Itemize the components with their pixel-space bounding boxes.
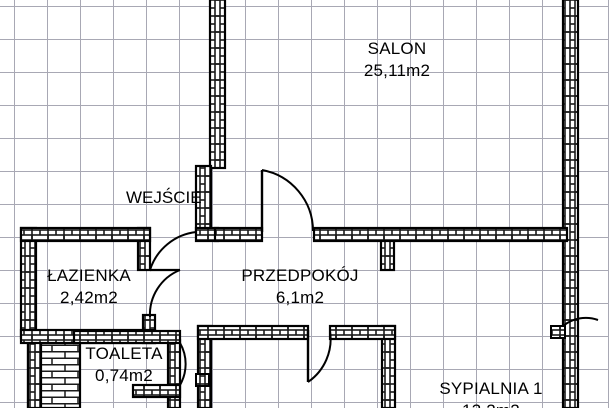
room-area-przedpokoj: 6,1m2 xyxy=(275,288,325,307)
walls-group xyxy=(19,0,599,408)
wall-hall-bottom-left xyxy=(196,324,310,341)
room-label-toaleta: TOALETA 0,74m2 xyxy=(85,343,162,387)
room-label-lazienka: ŁAZIENKA 2,42m2 xyxy=(47,265,131,309)
wall-hall-top-left xyxy=(213,226,264,243)
door-toilet xyxy=(179,342,187,386)
wall-jamb-right-junction xyxy=(550,325,566,339)
wall-bedroom1-top xyxy=(328,324,397,341)
room-area-sypialnia1: 13,2m2 xyxy=(439,400,542,408)
room-label-salon: SALON 25,11m2 xyxy=(364,38,430,82)
door-entry-hall xyxy=(149,231,197,271)
door-bedroom1 xyxy=(306,330,332,383)
door-bathroom xyxy=(148,268,181,318)
room-area-salon: 25,11m2 xyxy=(363,61,431,80)
wall-toilet-top xyxy=(72,329,182,345)
door-right-corner xyxy=(562,316,599,327)
room-name-toaleta: TOALETA xyxy=(85,344,163,363)
door-hall-main xyxy=(260,169,314,232)
room-label-przedpokoj: PRZEDPOKÓJ 6,1m2 xyxy=(241,265,358,309)
wall-chimney-nub xyxy=(195,373,210,387)
room-name-lazienka: ŁAZIENKA xyxy=(47,266,131,285)
room-name-sypialnia1: SYPIALNIA 1 xyxy=(439,379,543,398)
room-label-sypialnia1: SYPIALNIA 1 13,2m2 xyxy=(439,378,542,408)
room-name-salon: SALON xyxy=(367,39,427,58)
annotation-wejscie: WEJŚCIE xyxy=(126,188,202,207)
wall-vertical-salon-left xyxy=(208,0,227,170)
room-name-przedpokoj: PRZEDPOKÓJ xyxy=(241,266,359,285)
wall-bathroom-left xyxy=(19,226,38,340)
room-area-toaleta: 0,74m2 xyxy=(95,366,153,385)
wall-toilet-bottom-stub xyxy=(131,383,182,399)
wall-bathroom-top xyxy=(19,226,152,243)
room-area-lazienka: 2,42m2 xyxy=(60,288,118,307)
wall-hall-top-right xyxy=(312,226,569,243)
wall-vertical-right-outer xyxy=(561,0,580,408)
